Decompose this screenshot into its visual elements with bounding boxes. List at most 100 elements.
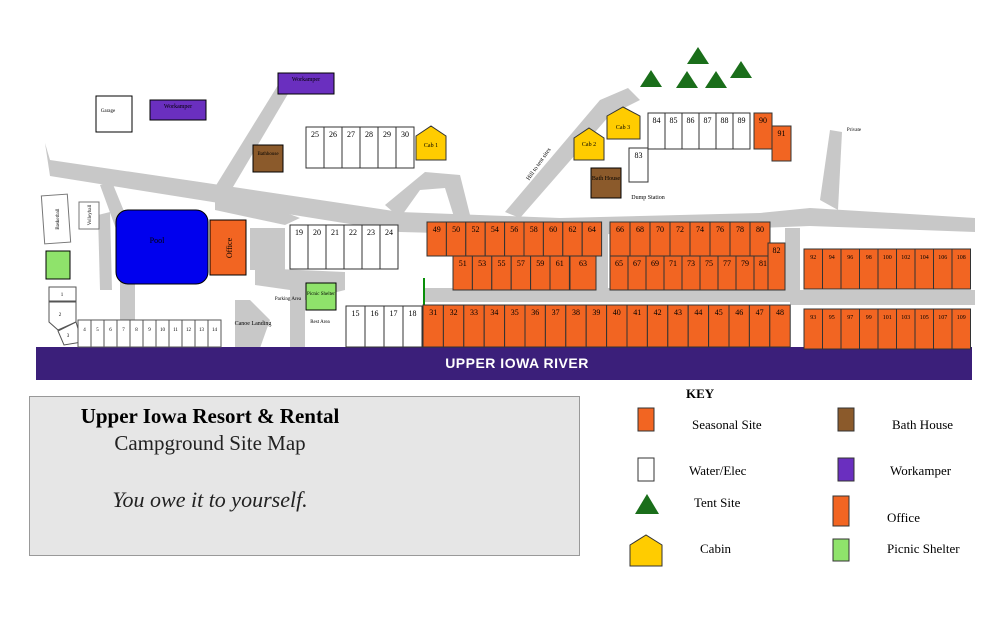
site-92-label: 92 (810, 255, 816, 261)
tent-site-icon[interactable] (730, 61, 752, 78)
workamper-site-2[interactable] (277, 72, 335, 95)
picnic-shelter[interactable] (305, 282, 337, 311)
volleyball-label: Volleyball (88, 204, 93, 225)
tent-sites (640, 47, 752, 88)
key-office-swatch (832, 495, 850, 527)
site-42-label: 42 (654, 308, 662, 317)
site-10[interactable] (155, 319, 170, 348)
site-104-label: 104 (920, 255, 929, 261)
key-office-label: Office (887, 510, 920, 525)
basketball-label: Basketball (56, 208, 61, 230)
site-14[interactable] (207, 319, 222, 348)
site-6[interactable] (103, 319, 118, 348)
office[interactable] (209, 219, 247, 276)
canoe-landing-label: Canoe Landing (235, 321, 272, 327)
site-12[interactable] (181, 319, 196, 348)
key-bath-house-swatch (837, 407, 855, 432)
bath-house[interactable] (590, 167, 622, 199)
garage (95, 95, 133, 133)
site-79-label: 79 (741, 259, 749, 268)
site-105-label: 105 (920, 315, 929, 321)
site-4[interactable] (77, 319, 92, 348)
site-83[interactable] (628, 147, 649, 183)
site-34-label: 34 (490, 308, 498, 317)
site-91-label: 91 (778, 129, 786, 138)
basketball-court (40, 193, 72, 245)
site-15-label: 15 (352, 309, 360, 318)
cabin-1[interactable] (415, 125, 447, 161)
road-to-parking (215, 190, 300, 225)
garage-label: Garage (101, 109, 116, 114)
site-24[interactable] (379, 224, 399, 270)
site-109-label: 109 (957, 315, 966, 321)
title-panel: Upper Iowa Resort & Rental Campground Si… (29, 396, 580, 556)
site-13[interactable] (194, 319, 209, 348)
site-71-label: 71 (669, 259, 677, 268)
site-109[interactable] (951, 308, 971, 350)
site-10-label: 10 (160, 328, 166, 333)
site-5-label: 5 (96, 328, 99, 333)
site-5[interactable] (90, 319, 105, 348)
site-66-label: 66 (616, 225, 624, 234)
road-lower-right (790, 290, 975, 305)
site-2-label: 2 (59, 313, 62, 318)
site-64-label: 64 (588, 225, 596, 234)
volleyball-court (78, 201, 100, 230)
cabin-3[interactable] (606, 106, 641, 140)
site-88-label: 88 (721, 116, 729, 125)
cabin-2[interactable] (573, 127, 605, 161)
picnic-shelter-label: Picnic Shelter (307, 292, 335, 297)
pool[interactable] (115, 209, 209, 285)
site-13-label: 13 (199, 328, 205, 333)
site-76-label: 76 (716, 225, 724, 234)
cabin-3-label: Cab 3 (616, 125, 630, 131)
bath-house-west[interactable] (252, 144, 284, 173)
site-72-label: 72 (676, 225, 684, 234)
workamper-label-1: Workamper (164, 104, 192, 110)
picnic-shelter-west[interactable] (45, 250, 71, 280)
site-30[interactable] (395, 126, 415, 169)
site-8[interactable] (129, 319, 144, 348)
key-picnic-swatch (832, 538, 850, 562)
tent-site-icon[interactable] (676, 71, 698, 88)
site-93-label: 93 (810, 315, 816, 321)
tent-site-icon[interactable] (687, 47, 709, 64)
site-63-label: 63 (579, 259, 587, 268)
site-18[interactable] (402, 305, 423, 348)
key-workamper-label: Workamper (890, 463, 952, 478)
site-11[interactable] (168, 319, 183, 348)
site-80-label: 80 (756, 225, 764, 234)
tent-site-icon[interactable] (705, 71, 727, 88)
workamper-site-1[interactable] (149, 99, 207, 121)
site-82[interactable] (767, 242, 786, 291)
site-67-label: 67 (633, 259, 641, 268)
site-1[interactable] (48, 286, 77, 302)
site-108[interactable] (951, 248, 971, 290)
site-70-label: 70 (656, 225, 664, 234)
bath-house-label: Bath House (592, 176, 621, 182)
site-91[interactable] (771, 125, 792, 162)
site-65-label: 65 (615, 259, 623, 268)
site-7[interactable] (116, 319, 131, 348)
site-53-label: 53 (478, 259, 486, 268)
site-1-label: 1 (61, 293, 64, 298)
roads (45, 77, 975, 348)
road-parking (250, 228, 285, 270)
site-61[interactable] (549, 255, 570, 291)
site-9[interactable] (142, 319, 157, 348)
tent-site-icon[interactable] (640, 70, 662, 87)
site-30-label: 30 (401, 130, 409, 139)
site-48[interactable] (769, 304, 791, 348)
site-81-label: 81 (759, 259, 767, 268)
site-97-label: 97 (847, 315, 853, 321)
map-subtitle: Campground Site Map (114, 431, 306, 455)
site-89[interactable] (732, 112, 751, 150)
site-8-label: 8 (135, 328, 138, 333)
site-87-label: 87 (704, 116, 712, 125)
site-33-label: 33 (470, 308, 478, 317)
site-7-label: 7 (122, 328, 125, 333)
site-101-label: 101 (883, 315, 892, 321)
site-63[interactable] (569, 255, 597, 291)
site-47-label: 47 (756, 308, 764, 317)
